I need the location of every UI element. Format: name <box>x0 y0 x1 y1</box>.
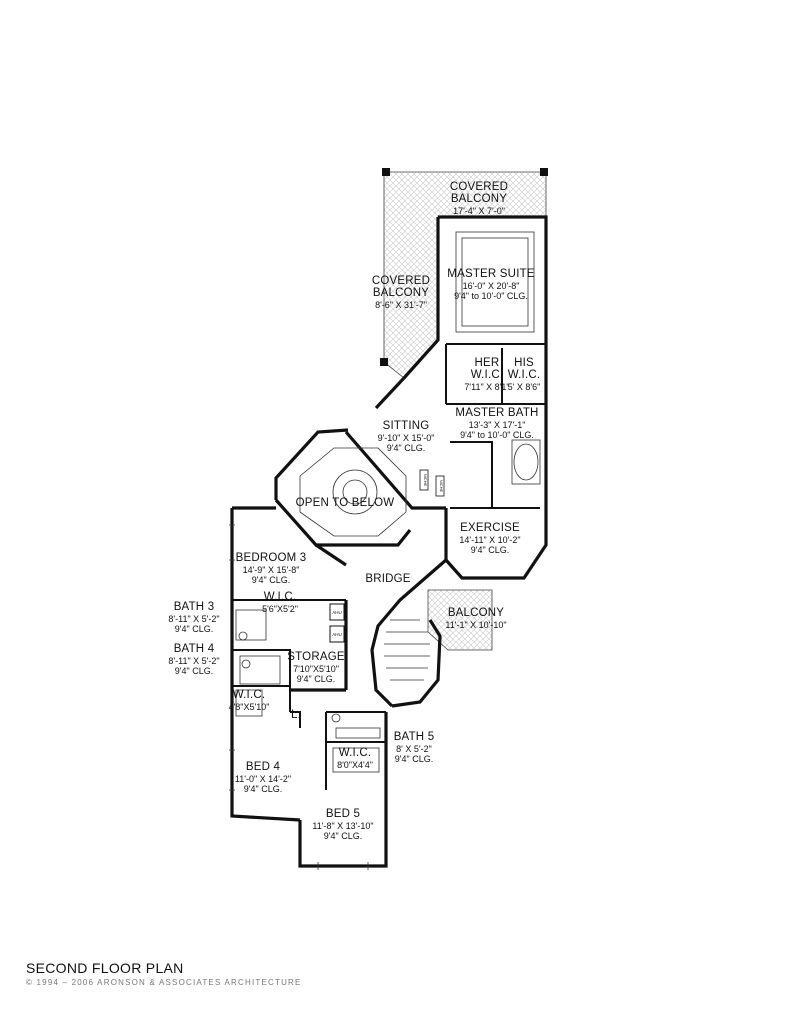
room-label-master-suite-name: MASTER SUITE <box>447 268 535 280</box>
room-label-master-bath-clg: 9'4" to 10'-0" CLG. <box>460 430 534 440</box>
room-label-her-wic-name: W.I.C. <box>471 369 504 381</box>
room-label-exercise-dim: 14'-11" X 10'-2" <box>459 535 520 545</box>
room-label-bridge-name: BRIDGE <box>365 573 410 585</box>
room-label-covered-balcony-top-name: BALCONY <box>451 193 507 205</box>
room-label-bath5-clg: 9'4" CLG. <box>395 754 433 764</box>
room-label-his-wic-name: W.I.C. <box>508 369 541 381</box>
room-label-wic-bed4-dim: 4'8"X5'10" <box>229 702 270 712</box>
room-label-master-suite-clg: 9'4" to 10'-0" CLG. <box>454 291 528 301</box>
room-label-sitting-clg: 9'4" CLG. <box>387 443 425 453</box>
room-label-her-wic-dim: 7'11" X 8'1" <box>464 382 509 392</box>
room-label-covered-balcony-top-dim: 17'-4" X 7'-0" <box>453 206 505 216</box>
room-label-sitting-name: SITTING <box>383 420 430 432</box>
room-label-bed4-name: BED 4 <box>246 761 281 773</box>
room-label-wic-bed5-name: W.I.C. <box>339 747 372 759</box>
room-label-bed5-dim: 11'-8" X 13'-10" <box>312 821 373 831</box>
niche-label-2: NICHE <box>439 480 444 493</box>
room-label-exercise-clg: 9'4" CLG. <box>471 545 509 555</box>
room-label-balcony-name: BALCONY <box>448 607 504 619</box>
copyright-notice: © 1994 – 2006 ARONSON & ASSOCIATES ARCHI… <box>26 978 302 987</box>
room-label-balcony-dim: 11'-1" X 10'-10" <box>445 620 506 630</box>
room-label-covered-balcony-side-dim: 8'-6" X 31'-7" <box>375 300 427 310</box>
room-label-storage-clg: 9'4" CLG. <box>297 674 335 684</box>
room-label-master-suite-dim: 16'-0" X 20'-8" <box>463 281 520 291</box>
room-label-her-wic-name: HER <box>475 357 500 369</box>
room-label-bath3-name: BATH 3 <box>174 601 215 613</box>
exterior-walls <box>230 215 548 868</box>
interior-walls <box>232 343 546 790</box>
room-label-bath3-dim: 8'-11" X 5'-2" <box>168 614 219 624</box>
room-label-bath5-name: BATH 5 <box>394 731 435 743</box>
room-label-bedroom3-dim: 14'-9" X 15'-8" <box>243 565 300 575</box>
room-label-bath3-clg: 9'4" CLG. <box>175 624 213 634</box>
room-label-his-wic-name: HIS <box>514 357 534 369</box>
room-label-exercise-name: EXERCISE <box>460 522 520 534</box>
room-label-bath5-dim: 8' X 5'-2" <box>396 744 432 754</box>
room-label-storage-name: STORAGE <box>287 651 345 663</box>
room-label-bed4-clg: 9'4" CLG. <box>244 784 282 794</box>
ahu-units: AHU AHU <box>329 603 345 643</box>
room-label-covered-balcony-top-name: COVERED <box>450 181 508 193</box>
room-label-bed5-name: BED 5 <box>326 808 360 820</box>
room-label-bed4-dim: 11'-0" X 14'-2" <box>235 774 291 784</box>
ahu-label-1: AHU <box>332 610 342 615</box>
room-label-bath4-name: BATH 4 <box>174 643 215 655</box>
room-label-covered-balcony-side-name: BALCONY <box>373 287 429 299</box>
room-label-wic-bed4-name: W.I.C. <box>233 689 266 701</box>
room-label-bedroom3-name: BEDROOM 3 <box>236 552 307 564</box>
room-label-storage-dim: 7'10"X5'10" <box>293 664 339 674</box>
fixtures <box>229 231 541 870</box>
columns <box>380 168 548 366</box>
room-label-linen-name: L. <box>291 709 301 721</box>
room-label-bath4-dim: 8'-11" X 5'-2" <box>168 656 219 666</box>
room-label-bath4-clg: 9'4" CLG. <box>175 666 213 676</box>
room-label-open-to-below-name: OPEN TO BELOW <box>296 497 395 509</box>
room-label-wic-bed5-dim: 8'0"X4'4" <box>337 760 373 770</box>
ahu-label-2: AHU <box>332 632 342 637</box>
room-label-sitting-dim: 9'-10" X 15'-0" <box>378 433 435 443</box>
niche-label-1: NICHE <box>423 474 428 487</box>
room-label-his-wic-dim: 5' X 8'6" <box>508 382 541 392</box>
room-label-wic-bed3-name: W.I.C. <box>264 591 297 603</box>
plan-title: SECOND FLOOR PLAN <box>26 960 184 976</box>
niche-markers: NICHE NICHE <box>419 469 445 497</box>
room-label-bedroom3-clg: 9'4" CLG. <box>252 575 290 585</box>
room-label-covered-balcony-side-name: COVERED <box>372 275 430 287</box>
room-label-master-bath-dim: 13'-3" X 17'-1" <box>469 420 526 430</box>
room-label-wic-bed3-dim: 5'6"X5'2" <box>262 604 298 614</box>
room-label-bed5-clg: 9'4" CLG. <box>324 831 362 841</box>
room-label-master-bath-name: MASTER BATH <box>455 407 538 419</box>
